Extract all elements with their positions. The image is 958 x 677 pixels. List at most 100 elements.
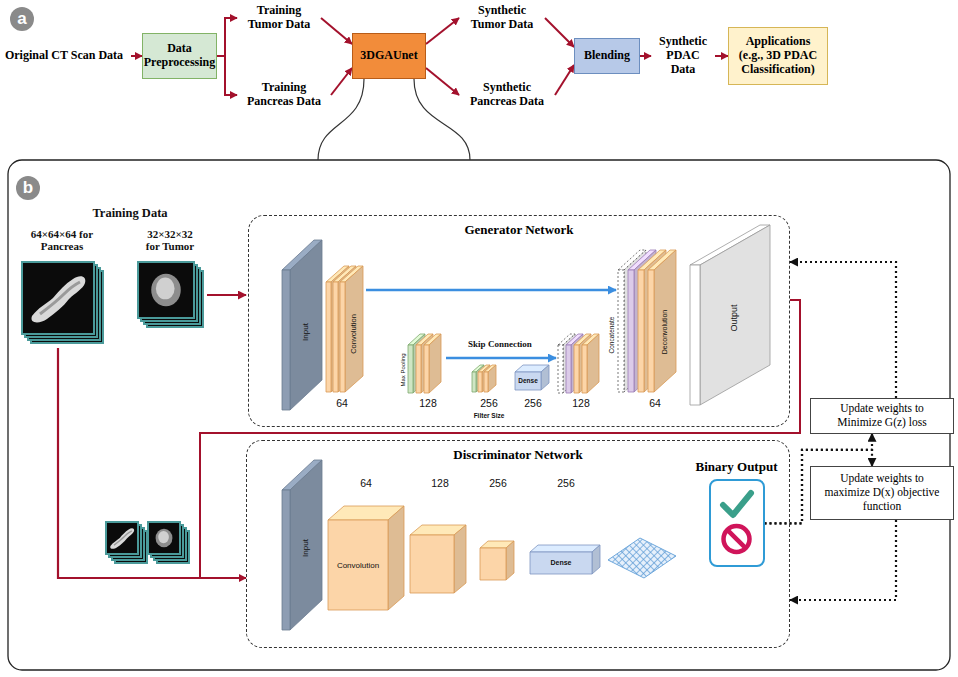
output-icons (711, 481, 762, 564)
node-text: Data Preprocessing (144, 42, 216, 70)
layer-block (582, 334, 599, 393)
ct-slice (106, 522, 138, 554)
data-flow-arrow (131, 55, 142, 57)
layer-label: Deconvolution (661, 310, 669, 354)
block-front (618, 270, 624, 392)
layer-block (484, 365, 496, 392)
node-text: Update weights to Minimize G(z) loss (819, 402, 945, 430)
data-flow-line (58, 348, 202, 578)
layer-block (340, 266, 363, 392)
pancreas-shade (40, 282, 80, 314)
block-side (587, 334, 599, 393)
skip-connection-arrow (366, 289, 616, 291)
data-flow-arrow (217, 56, 237, 95)
block-front (282, 490, 290, 630)
node-text: Blending (584, 49, 630, 63)
ct-image-stack (22, 262, 103, 343)
block-side (454, 525, 466, 593)
block-side (592, 545, 600, 574)
layer-block (690, 225, 770, 405)
layer-label: Convolution (337, 562, 379, 571)
process-box: Data Preprocessing (142, 33, 217, 79)
block-front (333, 282, 338, 392)
data-flow-arrow (331, 68, 352, 95)
block-front (690, 265, 700, 405)
data-flow-arrow (217, 18, 237, 56)
block-front (408, 345, 413, 393)
block-front (628, 270, 634, 392)
data-flow-arrow (426, 68, 459, 95)
block-top (530, 545, 600, 552)
output-box: Binary Output (688, 460, 786, 568)
filter-count: 128 (572, 398, 590, 410)
node-text: Binary Output (688, 460, 786, 475)
block-front (582, 345, 587, 393)
node-text: Synthetic PDAC Data (654, 35, 712, 76)
block-side (654, 250, 676, 392)
block-side (429, 334, 441, 393)
pancreas-shape (110, 528, 134, 549)
node-text: Update weights to maximize D(x) objectiv… (819, 472, 945, 513)
block-side (488, 365, 496, 392)
organ-blob (151, 274, 181, 307)
block-front (472, 372, 476, 392)
block-front (282, 270, 290, 410)
zoom-line (318, 79, 364, 160)
data-label: Training Tumor Data (240, 4, 318, 32)
ct-image-stack (148, 522, 189, 563)
filter-count: 256 (480, 398, 498, 410)
block-side (700, 225, 770, 405)
block-front (530, 552, 592, 574)
filter-count: 64 (360, 478, 372, 490)
layer-block (530, 545, 600, 574)
node-text: Generator Network (249, 222, 789, 238)
block-front (410, 535, 454, 593)
update-box: Update weights to Minimize G(z) loss (810, 398, 954, 434)
generator-layers (282, 225, 770, 410)
organ-blob (156, 529, 173, 548)
layer-label: Dense (518, 377, 538, 384)
ct-image-stack (138, 262, 203, 327)
size-note: 64×64×64 for Pancreas (30, 228, 94, 252)
node-text: Synthetic Tumor Data (462, 4, 542, 32)
ct-image-stack (106, 522, 147, 563)
block-front (416, 345, 421, 393)
block-front (515, 372, 541, 390)
block-side (345, 266, 363, 392)
process-box: Blending (574, 38, 640, 74)
node-text: 3DGAUnet (360, 49, 417, 63)
feedback-arrow (790, 520, 896, 600)
layer-block (515, 365, 549, 390)
output-icon-box (709, 479, 765, 567)
data-label: Training Pancreas Data (240, 81, 328, 109)
layer-label: Output (730, 304, 740, 331)
filter-count: 256 (524, 398, 542, 410)
layer-block (480, 541, 514, 580)
layer-block (628, 250, 656, 392)
skip-label: Skip Connection (468, 340, 532, 350)
data-flow-arrow (200, 300, 800, 578)
data-flow-arrow (555, 65, 574, 95)
no-symbol-slash (727, 530, 745, 548)
model-box: 3DGAUnet (352, 33, 426, 79)
block-front (558, 345, 563, 393)
block-side (506, 541, 514, 580)
filter-count: 128 (419, 398, 437, 410)
data-label: Synthetic Tumor Data (462, 4, 542, 32)
network-group: Generator Network (248, 215, 790, 427)
no-symbol (724, 526, 750, 552)
data-flow-arrow (207, 294, 246, 296)
filter-count: 64 (336, 398, 348, 410)
node-text: Training Tumor Data (240, 4, 318, 32)
block-front (478, 372, 482, 392)
block-front (574, 345, 579, 393)
layer-block (618, 250, 646, 392)
node-text: Applications (e.g., 3D PDAC Classificati… (733, 35, 823, 76)
block-front (484, 372, 488, 392)
block-front (424, 345, 429, 393)
tumor-core (156, 278, 175, 300)
layer-block (328, 506, 404, 610)
data-flow-arrow (640, 55, 651, 57)
tumor-shape (156, 529, 173, 548)
ct-slice (22, 262, 94, 334)
